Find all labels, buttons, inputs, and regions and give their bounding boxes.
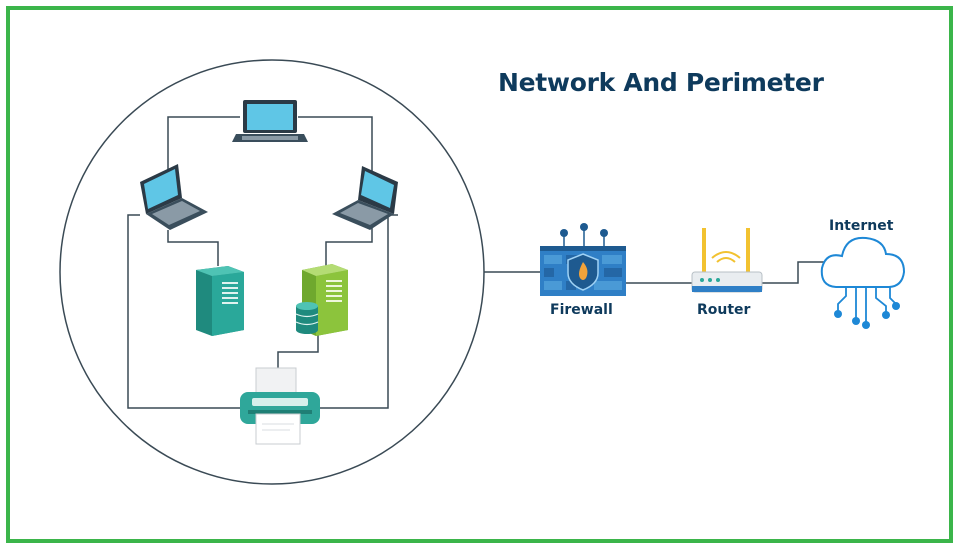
link-left-laptop-printer bbox=[127, 214, 240, 409]
cloud-icon bbox=[820, 236, 906, 329]
link-right-laptop-printer bbox=[320, 214, 398, 409]
laptop-icon bbox=[232, 100, 308, 142]
server-icon bbox=[196, 266, 244, 336]
database-icon bbox=[295, 302, 319, 334]
router-icon bbox=[691, 228, 763, 293]
diagram-frame bbox=[6, 6, 953, 543]
link-laptop-top-right bbox=[298, 116, 373, 172]
connection-lines bbox=[127, 116, 828, 409]
router-label: Router bbox=[697, 302, 751, 318]
link-right-laptop-server bbox=[325, 228, 373, 266]
firewall-icon bbox=[540, 223, 626, 296]
internet-label: Internet bbox=[829, 218, 894, 234]
printer-icon bbox=[240, 367, 320, 445]
diagram-title: Network And Perimeter bbox=[498, 68, 824, 97]
link-left-laptop-server bbox=[167, 230, 219, 266]
laptop-icon bbox=[140, 164, 208, 230]
link-laptop-top-left bbox=[167, 116, 240, 172]
link-database-printer bbox=[277, 328, 319, 372]
firewall-label: Firewall bbox=[550, 302, 613, 318]
link-router-internet bbox=[762, 261, 828, 284]
laptop-icon bbox=[332, 166, 398, 230]
